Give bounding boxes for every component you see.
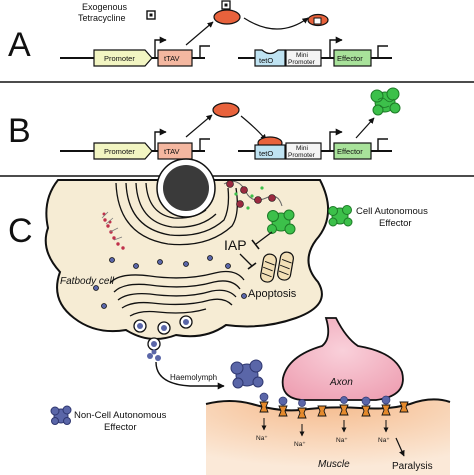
axon-label: Axon (329, 377, 353, 388)
ttav-box-a (157, 49, 193, 67)
effector-label-b: Effector (337, 147, 363, 156)
mini-label-b: Mini (296, 145, 308, 152)
na-ion-label-2: Na⁺ (294, 441, 306, 448)
ttav-protein-icon (213, 9, 241, 25)
effector-expression-arrow (355, 117, 375, 139)
panel-c-letter: C (8, 212, 33, 250)
mrna-strands (101, 211, 123, 241)
transcription-start-icon (154, 36, 167, 58)
haemolymph-label: Haemolymph (170, 373, 217, 382)
teto-box-a (254, 49, 286, 67)
teto-label-b: tetO (259, 149, 273, 158)
panel-c: C (8, 158, 451, 475)
tetracycline-molecule-core-icon (149, 13, 153, 17)
panel-b: B Promoter tTAV tetO Mini Promoter Effec… (8, 87, 401, 160)
teto-box-b (254, 144, 286, 160)
haemolymph-arrow (155, 361, 225, 390)
legend-cell-autonomous-line1: Cell Autonomous (356, 206, 428, 217)
panel-b-letter: B (8, 112, 31, 150)
terminator-icon (199, 45, 210, 58)
terminator-icon (377, 138, 388, 151)
secretory-vesicles (133, 315, 193, 351)
promoter-label-a: Promoter (104, 54, 135, 63)
mini-promoter-box-a (285, 49, 322, 67)
inhibition-line (255, 231, 273, 245)
promoter-sub-label-b: Promoter (288, 152, 316, 159)
endoplasmic-reticulum (115, 182, 238, 246)
na-ion-label-1: Na⁺ (256, 435, 268, 442)
legend-non-cell-line2: Effector (104, 422, 137, 433)
paralysis-arrow (395, 437, 405, 457)
inhibition-bar-icon (251, 239, 260, 250)
exogenous-label: Exogenous (82, 2, 128, 12)
promoter-label-b: Promoter (104, 147, 135, 156)
polysome-icon (223, 180, 283, 210)
terminator-icon (199, 138, 210, 151)
legend-cell-autonomous-icon (328, 205, 353, 227)
legend-cell-autonomous-line2: Effector (379, 218, 412, 229)
panel-a: A Exogenous Tetracycline Promoter tTAV t… (8, 0, 392, 67)
tetracycline-label: Tetracycline (78, 13, 126, 23)
muscle-tissue (206, 399, 450, 475)
effector-label-a: Effector (337, 54, 363, 63)
transcription-start-icon (329, 36, 343, 58)
sodium-influx-arrows (261, 418, 389, 437)
expression-arrow-b (185, 114, 213, 138)
muscle-membrane (205, 398, 451, 412)
golgi-apparatus (109, 270, 245, 317)
teto-label-a: tetO (259, 56, 273, 65)
cell-autonomous-effector-icon (267, 209, 296, 235)
sodium-channels (259, 401, 409, 419)
ttav-label-b: tTAV (164, 147, 180, 156)
ttav-label-a: tTAV (164, 54, 180, 63)
effector-box-a (333, 49, 372, 67)
promoter-box-b (93, 142, 153, 160)
iap-label: IAP (224, 237, 247, 253)
binding-arrow-a (243, 17, 309, 30)
fatbody-cell-label: Fatbody cell (60, 276, 115, 287)
terminator-icon (377, 45, 388, 58)
paralysis-label: Paralysis (392, 461, 433, 472)
transcription-start-icon (154, 128, 167, 151)
effector-box-b (333, 142, 372, 160)
fatbody-cell (44, 179, 330, 340)
legend-non-cell-autonomous-icon (50, 405, 72, 425)
promoter-box-a (93, 49, 153, 67)
ttav-protein-icon (212, 102, 240, 118)
binding-arrow-b (240, 115, 267, 141)
apoptosis-label: Apoptosis (248, 288, 297, 300)
ttav-box-b (157, 142, 193, 160)
mini-promoter-box-b (285, 142, 322, 160)
mitochondria-icon (260, 251, 294, 283)
non-cell-autonomous-effector-icon (230, 359, 264, 389)
iap-inhibition-bar-icon (247, 262, 257, 270)
bound-tetracycline-icon (313, 17, 322, 25)
green-effector-icon (370, 87, 401, 116)
muscle-label: Muscle (318, 459, 350, 470)
iap-inhibition-line (239, 253, 253, 267)
na-ion-label-3: Na⁺ (336, 437, 348, 444)
nucleus-icon (163, 165, 209, 211)
transcription-start-icon (329, 128, 343, 151)
effector-vesicles (93, 255, 247, 309)
bound-tetracycline-core-icon (224, 3, 228, 7)
legend-non-cell-line1: Non-Cell Autonomous (74, 410, 167, 421)
expression-arrow-a (185, 21, 214, 46)
na-ion-label-4: Na⁺ (378, 437, 390, 444)
panel-a-letter: A (8, 26, 31, 64)
mini-label-a: Mini (296, 52, 308, 59)
bound-effectors (259, 392, 391, 407)
promoter-sub-label-a: Promoter (288, 59, 316, 66)
secreted-effector (147, 349, 161, 361)
